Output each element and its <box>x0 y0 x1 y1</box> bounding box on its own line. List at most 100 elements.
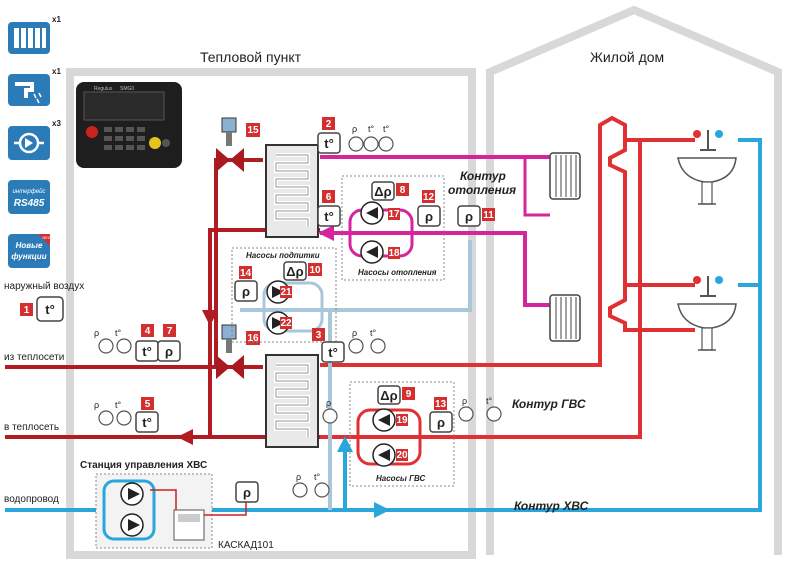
radiator-icon <box>8 22 50 54</box>
heating-circuit-label-2: отопления <box>448 183 516 197</box>
pump-18 <box>360 240 384 264</box>
badge-4: 4 <box>145 326 151 337</box>
badge-19: 19 <box>396 415 408 426</box>
svg-text:t°: t° <box>486 396 493 406</box>
rs485-icon: интерфейс RS485 <box>8 180 50 214</box>
svg-text:t°: t° <box>383 124 390 134</box>
badge-14: 14 <box>240 268 252 279</box>
badge-9: 9 <box>406 389 412 400</box>
dhw-circuit-label: Контур ГВС <box>512 397 586 411</box>
cold-water-circuit-label: Контур ХВС <box>514 499 589 513</box>
outdoor-temp-sensor: 1 t° <box>20 296 64 322</box>
rs485-subtitle: интерфейс <box>12 188 45 195</box>
sensor-2 <box>317 132 341 154</box>
sensor-10 <box>283 261 307 281</box>
badge-15: 15 <box>247 125 259 136</box>
sensor-9-symbol: Δρ <box>380 388 397 403</box>
sensor-11 <box>457 205 481 227</box>
gauges <box>98 136 502 498</box>
badge-18: 18 <box>388 248 400 259</box>
sensor-3 <box>321 341 345 363</box>
sensor-11-symbol: ρ <box>465 209 473 224</box>
svg-text:t°: t° <box>368 124 375 134</box>
sensor-14 <box>234 280 258 302</box>
heating-circuit-label-1: Контур <box>460 169 506 183</box>
sensor-12 <box>417 205 441 227</box>
from-network-label: из теплосети <box>4 352 64 363</box>
sensor-8 <box>371 181 395 201</box>
sensor-13-symbol: ρ <box>437 415 445 430</box>
sensor-3-symbol: t° <box>328 345 338 360</box>
sensor-5-symbol: t° <box>142 415 152 430</box>
new-functions-icon: Новые функции NEW <box>8 234 52 268</box>
controller-brand: Regulus <box>94 86 113 92</box>
radiator-lower <box>549 294 581 342</box>
sensor-5 <box>135 411 159 433</box>
svg-text:ρ: ρ <box>94 400 99 410</box>
cold-water-station-pumps <box>102 479 247 541</box>
sensor-6-symbol: t° <box>324 209 334 224</box>
badge-8: 8 <box>400 185 406 196</box>
sensor-7 <box>157 340 181 362</box>
badge-10: 10 <box>309 265 321 276</box>
sensor-2-symbol: t° <box>324 136 334 151</box>
badge-11: 11 <box>483 210 494 221</box>
makeup-pumps-group <box>231 247 337 343</box>
new-functions-line1: Новые <box>16 241 43 250</box>
svg-text:t°: t° <box>115 400 122 410</box>
pump-count-badge: x3 <box>52 119 61 128</box>
radiator-upper <box>549 152 581 200</box>
badge-2: 2 <box>326 119 332 130</box>
sensor-14-symbol: ρ <box>242 284 250 299</box>
cold-water-station-label: Станция управления ХВС <box>80 460 207 471</box>
heating-pumps-group <box>341 175 445 281</box>
svg-text:t°: t° <box>370 328 377 338</box>
badge-20: 20 <box>396 450 408 461</box>
radiator-count-badge: x1 <box>52 15 61 24</box>
badge-16: 16 <box>247 333 259 344</box>
sensor-4-symbol: t° <box>142 344 152 359</box>
badge-6: 6 <box>326 192 332 203</box>
dhw-pumps-group <box>349 381 455 487</box>
pump-circuit-icon <box>8 126 50 160</box>
cascade-label: КАСКАД101 <box>218 540 274 551</box>
sensor-8-symbol: Δρ <box>374 184 391 199</box>
svg-text:t°: t° <box>115 328 122 338</box>
cold-water-pressure-symbol: ρ <box>243 485 251 500</box>
water-supply-label: водопровод <box>4 494 59 505</box>
badge-15-box <box>246 123 260 137</box>
svg-text:ρ: ρ <box>326 398 331 408</box>
svg-text:ρ: ρ <box>352 328 357 338</box>
sensor-12-symbol: ρ <box>425 209 433 224</box>
pump-20 <box>372 443 396 467</box>
sensor-6 <box>317 205 341 227</box>
gauge-labels: ρ t° t° ρ t° ρ t° ρ t° ρ ρ t° ρ t° <box>94 124 493 482</box>
new-tag: NEW <box>42 235 52 240</box>
controller-model: SMG0 <box>120 86 134 92</box>
sensor-7-symbol: ρ <box>165 344 173 359</box>
svg-text:ρ: ρ <box>94 328 99 338</box>
controller-unit: Regulus SMG0 <box>76 82 182 168</box>
heating-return-pipe <box>320 157 550 307</box>
sensor-9 <box>377 385 401 405</box>
badge-3: 3 <box>316 330 322 341</box>
house-heading: Жилой дом <box>590 49 664 65</box>
badge-7: 7 <box>167 326 173 337</box>
badge-5: 5 <box>145 399 151 410</box>
house-wall <box>486 5 782 555</box>
dhw-supply-pipe <box>320 115 695 367</box>
sink-upper <box>677 130 737 205</box>
dhw-return-pipe <box>320 140 642 439</box>
dhw-pumps-label: Насосы ГВС <box>376 474 426 483</box>
pump-17 <box>360 201 384 225</box>
pump-19 <box>372 408 396 432</box>
cold-water-pressure-sensor <box>235 481 259 503</box>
tap-water-icon <box>8 74 50 106</box>
heating-pumps-label: Насосы отопления <box>358 268 437 277</box>
badge-12: 12 <box>423 192 435 203</box>
badge-1: 1 <box>24 305 30 316</box>
sensor-10-symbol: Δρ <box>286 264 303 279</box>
heating-heat-exchanger <box>265 144 319 238</box>
